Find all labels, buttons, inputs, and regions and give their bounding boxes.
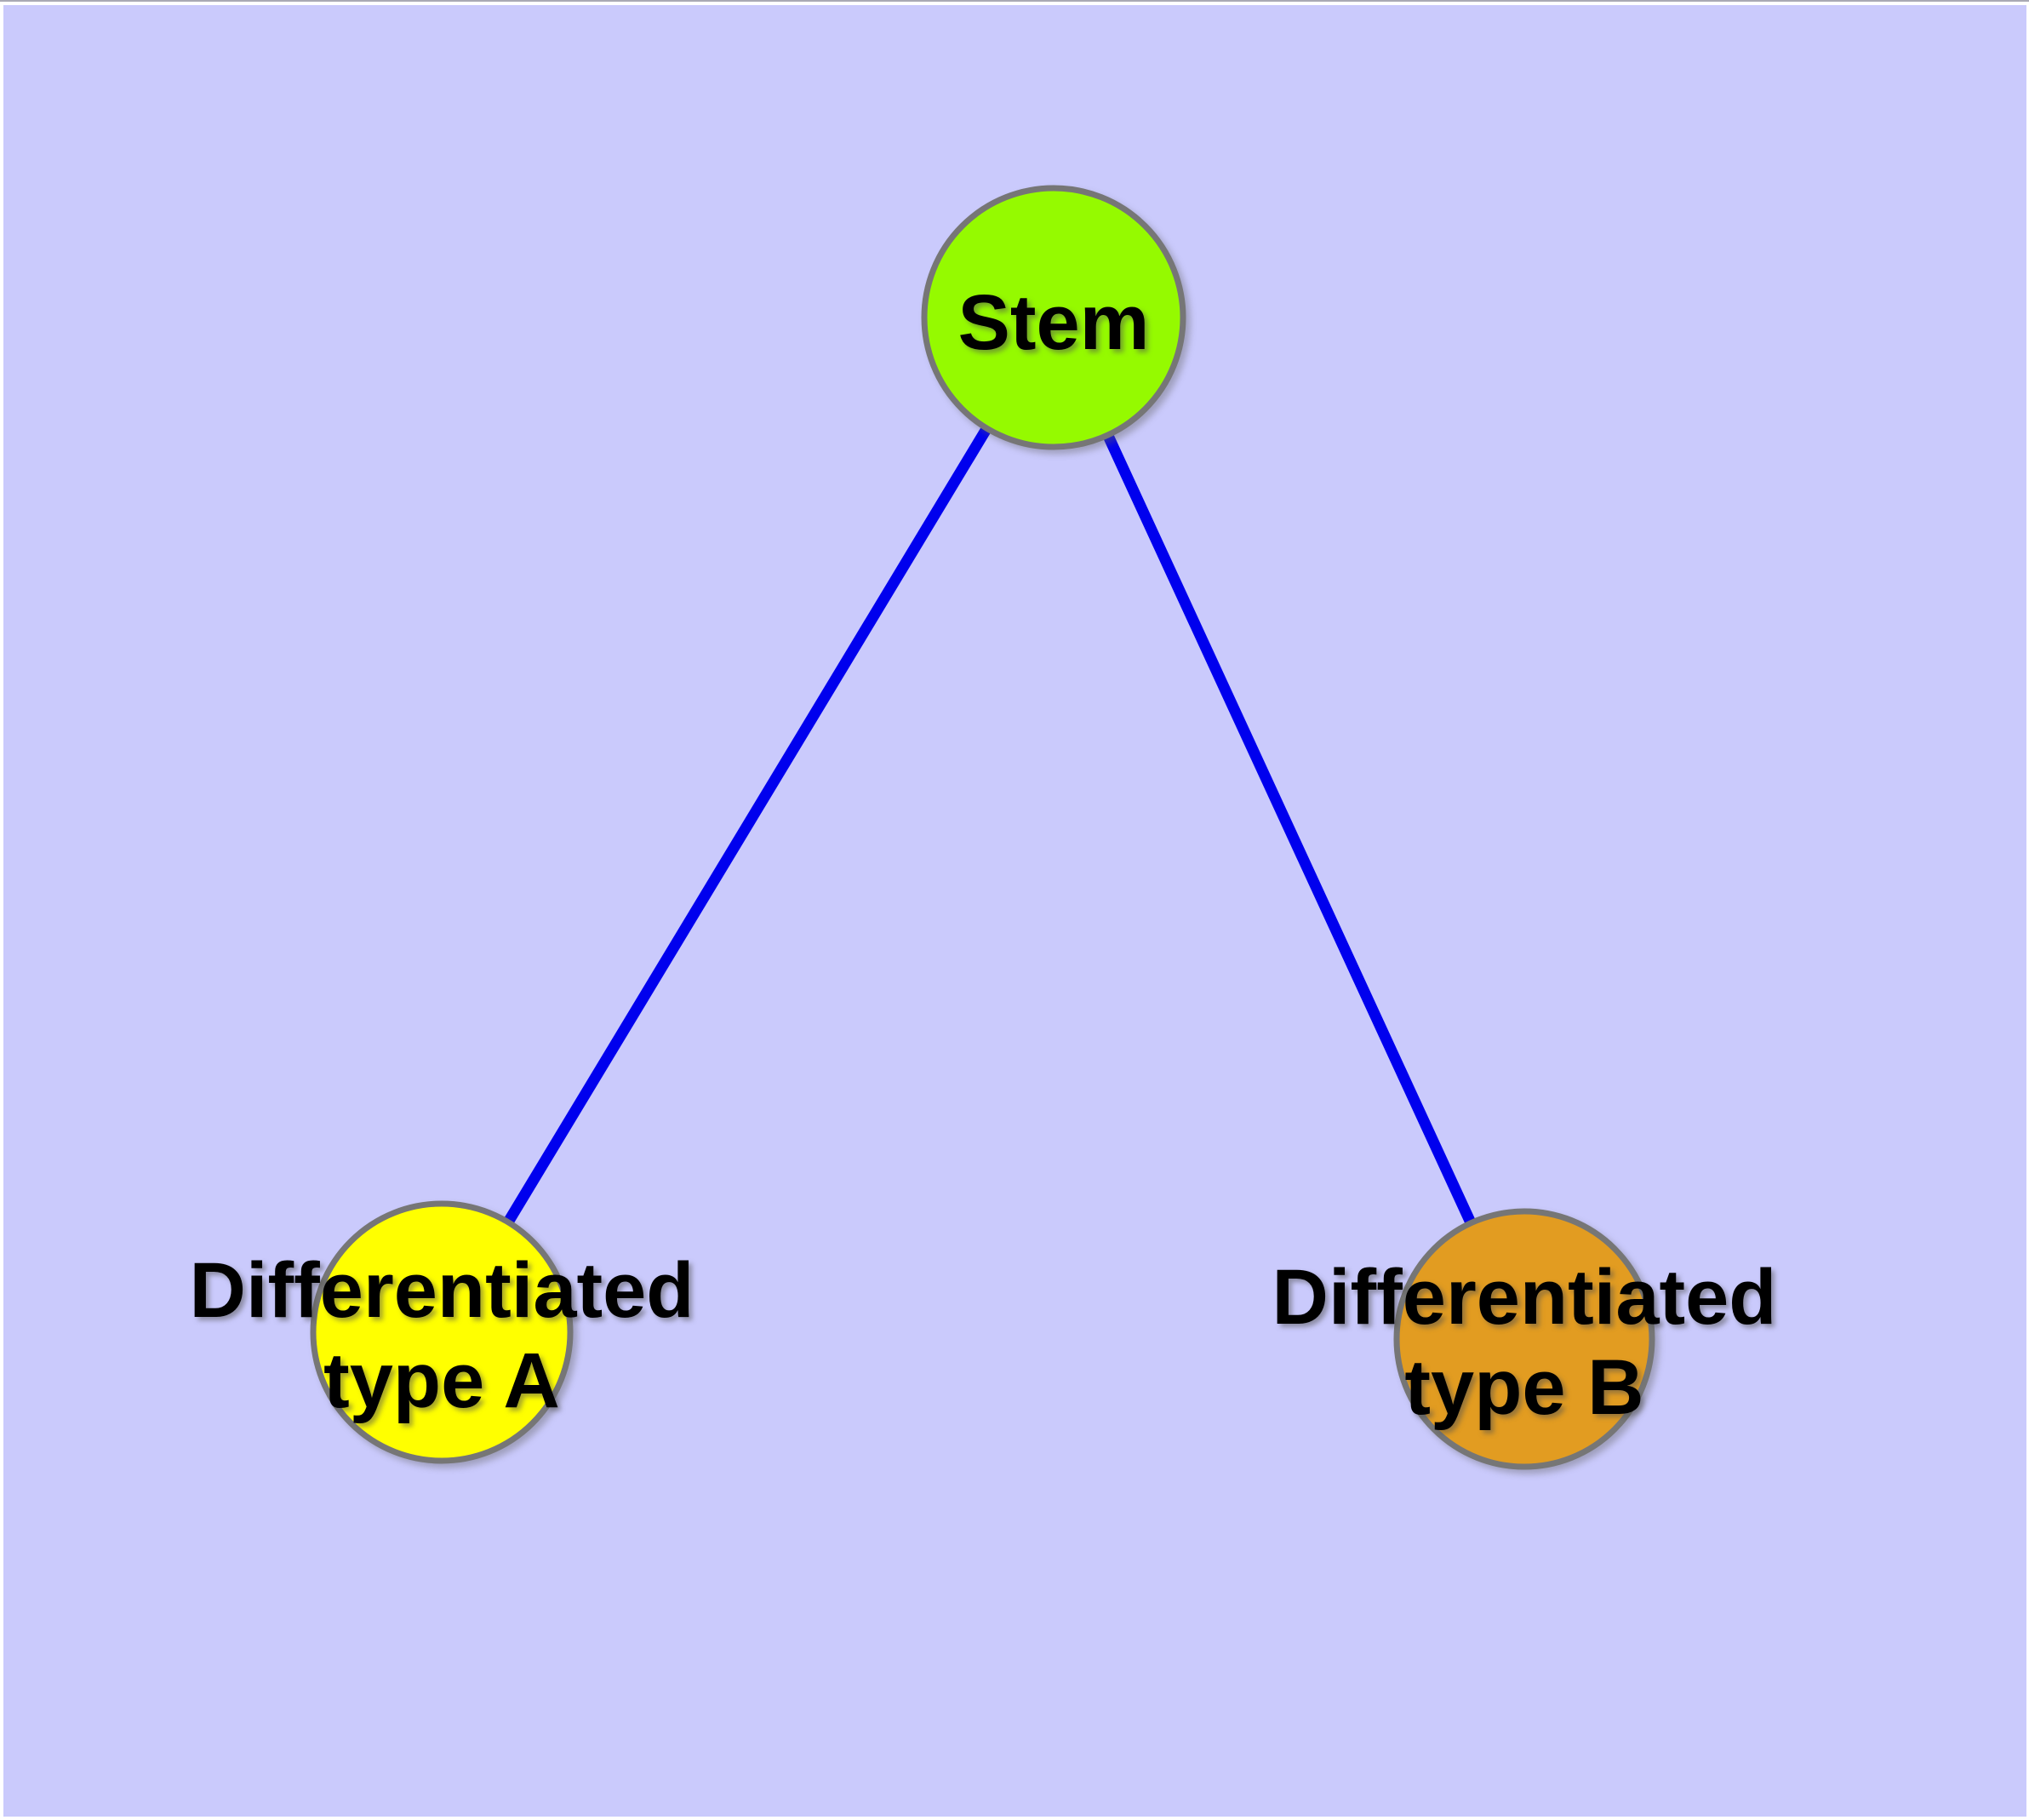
node-stem-label: Stem [958,279,1150,366]
node-type-a-label-line1: Differentiated [190,1247,694,1334]
node-stem [921,185,1186,450]
node-type-a-label-line2: type A [323,1337,560,1424]
node-type-b-label-line2: type B [1404,1344,1643,1431]
node-differentiated-type-b [1393,1208,1655,1470]
edge-stem-to-type-a [437,314,1059,1336]
edge-stem-to-type-b [1049,315,1529,1342]
node-differentiated-type-a [310,1200,574,1464]
node-type-b-label-line1: Differentiated [1272,1254,1777,1341]
top-hairline [0,0,2029,2]
